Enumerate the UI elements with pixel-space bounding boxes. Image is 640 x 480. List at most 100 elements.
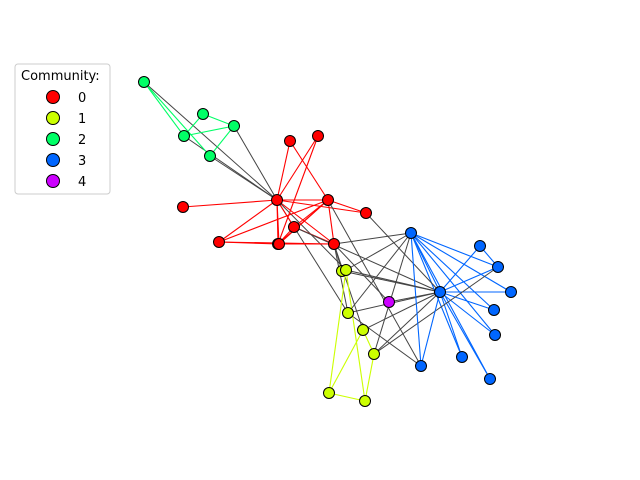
edge-6-11 bbox=[209, 125, 235, 157]
edge-24-26 bbox=[364, 353, 375, 402]
legend-label-1: 1 bbox=[78, 112, 86, 127]
edge-4-13 bbox=[277, 135, 319, 245]
nodes-layer bbox=[138, 76, 517, 407]
edge-20-34 bbox=[365, 212, 441, 293]
edge-1-18 bbox=[276, 140, 291, 201]
edge-21-33 bbox=[410, 232, 512, 293]
edge-10-34 bbox=[388, 291, 441, 303]
edge-25-32 bbox=[328, 269, 347, 394]
node-6 bbox=[228, 120, 240, 132]
edge-2-31 bbox=[327, 199, 422, 367]
edge-31-34 bbox=[420, 291, 441, 367]
edge-1-12 bbox=[182, 199, 278, 208]
node-3 bbox=[328, 238, 340, 250]
edge-9-31 bbox=[347, 312, 422, 367]
edge-1-8 bbox=[218, 199, 278, 243]
node-18 bbox=[284, 135, 296, 147]
edge-15-34 bbox=[439, 291, 463, 358]
node-33 bbox=[405, 227, 417, 239]
edge-6-7 bbox=[183, 125, 235, 137]
edge-25-26 bbox=[328, 392, 366, 402]
legend-entry-1: 1 bbox=[46, 111, 86, 127]
legend-marker-1 bbox=[46, 111, 60, 125]
edge-30-34 bbox=[439, 266, 499, 293]
edge-24-34 bbox=[373, 291, 441, 355]
edge-9-33 bbox=[347, 232, 412, 314]
legend-marker-3 bbox=[46, 153, 60, 167]
edge-26-32 bbox=[345, 269, 366, 402]
node-31 bbox=[415, 360, 427, 372]
node-14 bbox=[288, 221, 300, 233]
edge-2-3 bbox=[327, 199, 335, 245]
node-19 bbox=[488, 304, 500, 316]
node-13 bbox=[312, 130, 324, 142]
edge-19-34 bbox=[439, 291, 495, 311]
edge-2-22 bbox=[278, 199, 329, 245]
legend-entry-3: 3 bbox=[46, 153, 86, 169]
edge-27-34 bbox=[439, 245, 481, 293]
node-11 bbox=[204, 150, 216, 162]
legend: Community: 0 1 2 3 4 bbox=[14, 63, 111, 195]
legend-entry-2: 2 bbox=[46, 132, 86, 148]
edge-1-3 bbox=[276, 199, 335, 245]
edge-19-33 bbox=[410, 232, 495, 311]
node-1 bbox=[271, 194, 283, 206]
edge-1-5 bbox=[143, 81, 278, 201]
edge-23-33 bbox=[410, 232, 491, 380]
node-34 bbox=[434, 286, 446, 298]
node-2 bbox=[322, 194, 334, 206]
edge-4-8 bbox=[218, 241, 279, 245]
edge-25-28 bbox=[328, 329, 364, 394]
edge-32-33 bbox=[345, 232, 412, 271]
edge-2-8 bbox=[218, 199, 329, 243]
legend-label-2: 2 bbox=[78, 133, 86, 148]
edge-3-33 bbox=[333, 232, 412, 245]
node-25 bbox=[323, 387, 335, 399]
node-22 bbox=[273, 238, 285, 250]
edge-14-34 bbox=[293, 226, 441, 293]
node-32 bbox=[340, 264, 352, 276]
edge-33-34 bbox=[410, 232, 441, 293]
node-7 bbox=[178, 130, 190, 142]
edge-16-33 bbox=[410, 232, 496, 336]
node-5 bbox=[138, 76, 150, 88]
node-30 bbox=[492, 261, 504, 273]
edge-5-11 bbox=[143, 81, 211, 157]
edge-2-18 bbox=[289, 140, 329, 201]
legend-entries: 0 1 2 3 4 bbox=[46, 90, 86, 190]
node-20 bbox=[360, 207, 372, 219]
legend-entry-0: 0 bbox=[46, 90, 86, 106]
edge-32-34 bbox=[345, 269, 441, 293]
legend-marker-0 bbox=[46, 90, 60, 104]
legend-marker-2 bbox=[46, 132, 60, 146]
legend-marker-4 bbox=[46, 174, 60, 188]
legend-label-0: 0 bbox=[78, 91, 86, 106]
edge-1-11 bbox=[209, 155, 278, 201]
edge-24-30 bbox=[373, 266, 499, 355]
edge-3-9 bbox=[333, 243, 349, 314]
edge-30-33 bbox=[410, 232, 499, 268]
node-27 bbox=[474, 240, 486, 252]
legend-label-4: 4 bbox=[78, 175, 86, 190]
edge-2-20 bbox=[327, 199, 367, 214]
node-9 bbox=[342, 307, 354, 319]
edge-1-13 bbox=[276, 135, 319, 201]
node-10 bbox=[383, 296, 395, 308]
edge-5-7 bbox=[143, 81, 185, 137]
node-17 bbox=[197, 108, 209, 120]
node-16 bbox=[489, 329, 501, 341]
edge-16-34 bbox=[439, 291, 496, 336]
edge-28-34 bbox=[362, 291, 441, 331]
edge-3-10 bbox=[333, 243, 390, 303]
node-12 bbox=[177, 201, 189, 213]
legend-title: Community: bbox=[21, 69, 100, 84]
node-8 bbox=[213, 236, 225, 248]
node-26 bbox=[359, 395, 371, 407]
edges-layer bbox=[143, 81, 512, 402]
legend-box bbox=[14, 63, 111, 195]
edge-31-33 bbox=[410, 232, 422, 367]
node-15 bbox=[456, 351, 468, 363]
edge-24-33 bbox=[373, 232, 412, 355]
node-28 bbox=[357, 324, 369, 336]
